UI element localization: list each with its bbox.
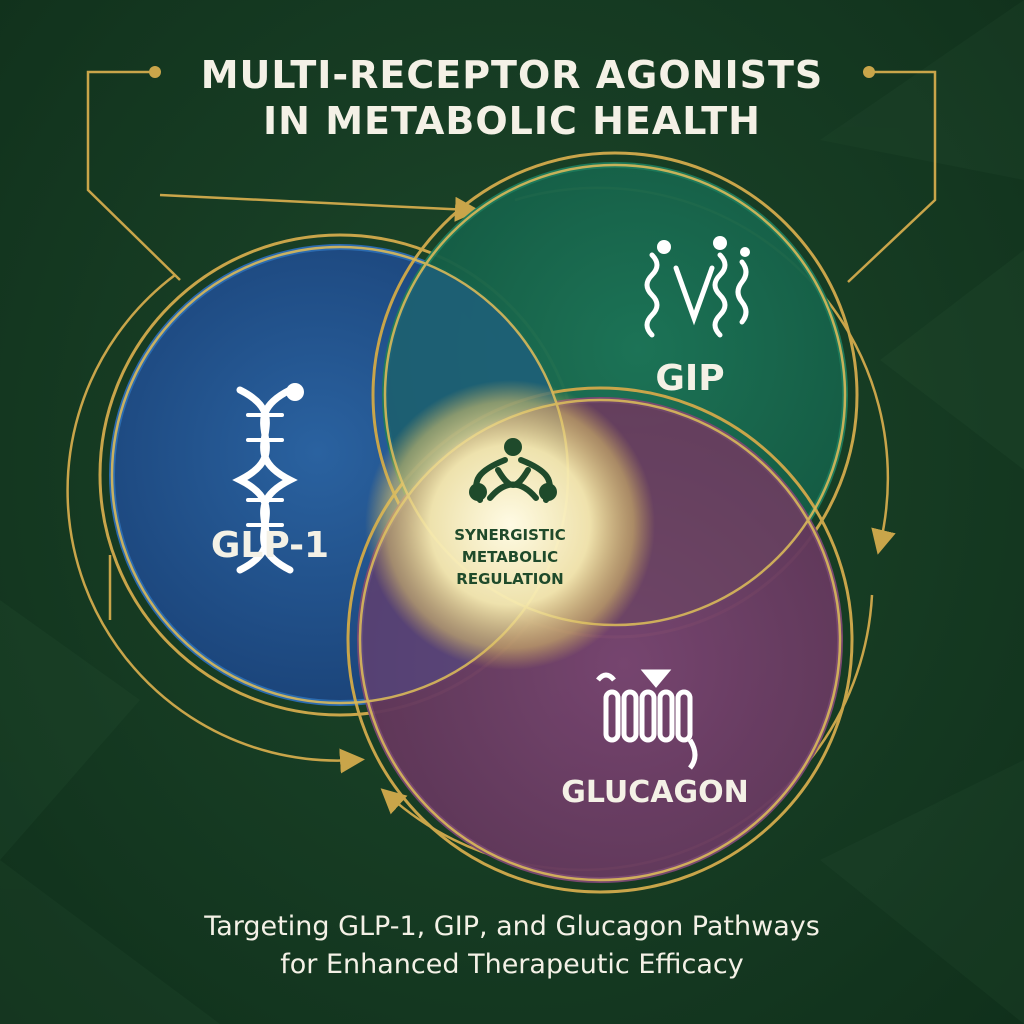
title-line-1: MULTI-RECEPTOR AGONISTS xyxy=(200,53,824,97)
gold-frame-lines xyxy=(86,70,937,620)
center-label-line-3: REGULATION xyxy=(456,570,564,588)
label-glucagon: GLUCAGON xyxy=(561,775,749,810)
label-glp1: GLP-1 xyxy=(210,525,330,566)
frame-dot-right xyxy=(863,66,875,78)
triad-network-icon xyxy=(469,438,557,503)
center-label-line-2: METABOLIC xyxy=(461,548,559,566)
title-line-2: IN METABOLIC HEALTH xyxy=(263,99,761,143)
frame-dot-left xyxy=(149,66,161,78)
center-glow xyxy=(365,380,655,670)
dna-helix-icon xyxy=(232,383,304,574)
label-gip: GIP xyxy=(655,358,725,399)
protein-structure-icon xyxy=(644,236,750,338)
center-label-line-1: SYNERGISTIC xyxy=(454,526,566,544)
subtitle-line-2: for Enhanced Therapeutic Efficacy xyxy=(280,949,744,980)
subtitle-line-1: Targeting GLP-1, GIP, and Glucagon Pathw… xyxy=(204,911,820,942)
receptor-helices-icon xyxy=(596,669,698,770)
